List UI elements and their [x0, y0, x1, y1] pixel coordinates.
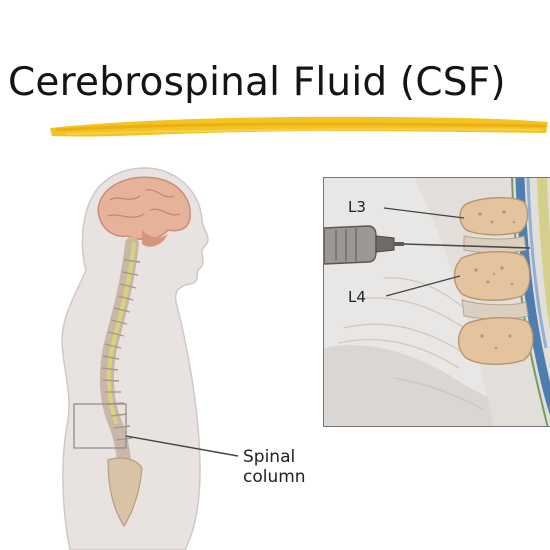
vertebra-l5 — [457, 317, 534, 365]
syringe-icon — [324, 225, 531, 265]
spinal-column-pointer — [125, 435, 239, 457]
body-spine-illustration — [61, 167, 239, 550]
needle — [403, 243, 531, 249]
brain — [97, 176, 191, 241]
slide-title: Cerebrospinal Fluid (CSF) — [8, 60, 506, 105]
spinal-column-label-line1: Spinal — [243, 447, 296, 467]
spinal-cord — [106, 242, 136, 424]
vertebrae-marks — [101, 259, 141, 441]
highlighter-underline — [50, 116, 548, 137]
vertebra-l4 — [453, 251, 531, 301]
spinal-column-label-line2: column — [243, 467, 306, 487]
vertebra-l3-label: L3 — [348, 198, 366, 216]
vertebra-l4-label: L4 — [348, 288, 366, 306]
lumbar-region-box — [73, 403, 127, 449]
spinal-column-label: Spinal column — [243, 447, 306, 487]
sacrum — [107, 457, 143, 528]
lumbar-puncture-inset: L3 L4 — [323, 177, 550, 427]
vertebra-l3 — [459, 197, 529, 236]
body-silhouette — [61, 167, 209, 550]
